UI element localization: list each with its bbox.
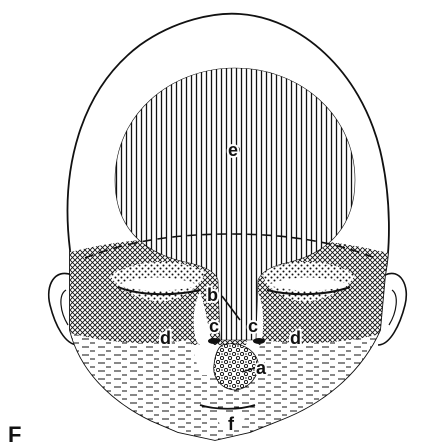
right-nostril <box>253 338 265 344</box>
label-c-left: c <box>209 316 219 336</box>
label-f: f <box>228 414 235 434</box>
label-b: b <box>207 285 218 305</box>
left-nostril <box>208 338 220 344</box>
label-e: e <box>228 140 238 160</box>
label-d-right: d <box>290 328 301 348</box>
panel-letter: F <box>8 422 21 446</box>
label-c-right: c <box>248 316 258 336</box>
label-d-left: d <box>160 328 171 348</box>
label-a: a <box>256 358 267 378</box>
